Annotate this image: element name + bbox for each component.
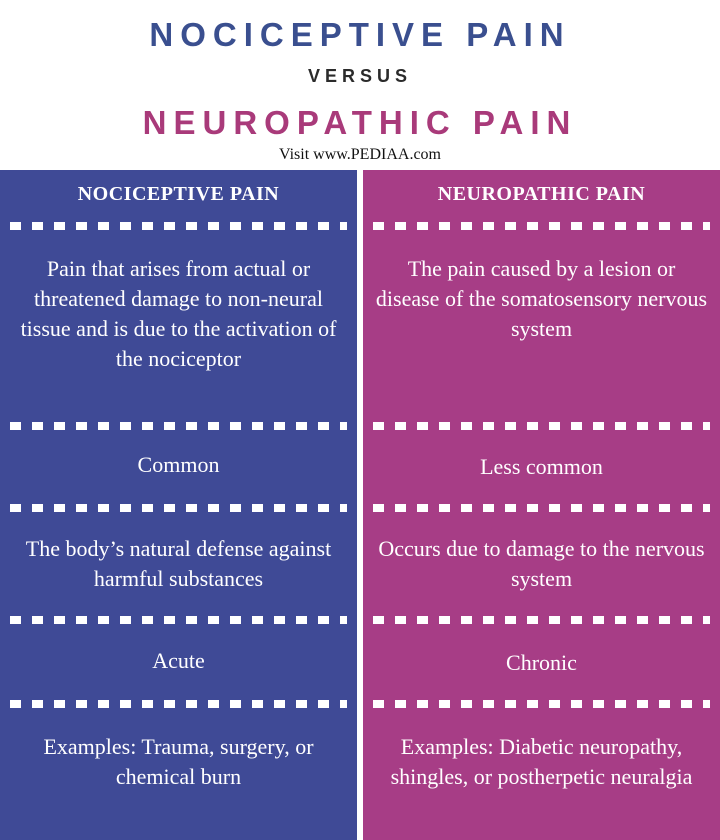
title-nociceptive: NOCICEPTIVE PAIN bbox=[149, 16, 571, 53]
column-heading-nociceptive: NOCICEPTIVE PAIN bbox=[77, 182, 280, 205]
dotted-divider bbox=[10, 700, 347, 708]
duration-cell: Acute bbox=[152, 648, 205, 673]
nature-cell: The body’s natural defense against harmf… bbox=[25, 536, 332, 591]
prevalence-cell: Less common bbox=[480, 454, 603, 479]
prevalence-cell: Common bbox=[137, 452, 220, 477]
column-neuropathic: NEUROPATHIC PAIN The pain caused by a le… bbox=[363, 170, 720, 840]
versus-label: VERSUS bbox=[307, 66, 413, 86]
dotted-divider bbox=[10, 222, 347, 230]
dotted-divider bbox=[373, 222, 710, 230]
infographic-header: NOCICEPTIVE PAIN VERSUS NEUROPATHIC PAIN… bbox=[0, 0, 720, 170]
dotted-divider bbox=[373, 616, 710, 624]
title-neuropathic: NEUROPATHIC PAIN bbox=[142, 104, 578, 141]
column-heading-neuropathic: NEUROPATHIC PAIN bbox=[437, 182, 646, 205]
definition-cell: Pain that arises from actual or threaten… bbox=[20, 256, 337, 371]
dotted-divider bbox=[373, 504, 710, 512]
dotted-divider bbox=[373, 422, 710, 430]
definition-cell: The pain caused by a lesion or disease o… bbox=[375, 256, 708, 341]
column-nociceptive: NOCICEPTIVE PAIN Pain that arises from a… bbox=[0, 170, 357, 840]
dotted-divider bbox=[10, 422, 347, 430]
source-link-text: Visit www.PEDIAA.com bbox=[279, 146, 441, 163]
nature-cell: Occurs due to damage to the nervous syst… bbox=[378, 536, 705, 591]
examples-cell: Examples: Trauma, surgery, or chemical b… bbox=[43, 734, 314, 789]
dotted-divider bbox=[10, 504, 347, 512]
dotted-divider bbox=[373, 700, 710, 708]
duration-cell: Chronic bbox=[506, 650, 577, 675]
comparison-table: NOCICEPTIVE PAIN Pain that arises from a… bbox=[0, 170, 720, 840]
dotted-divider bbox=[10, 616, 347, 624]
examples-cell: Examples: Diabetic neuropathy, shingles,… bbox=[390, 734, 693, 789]
